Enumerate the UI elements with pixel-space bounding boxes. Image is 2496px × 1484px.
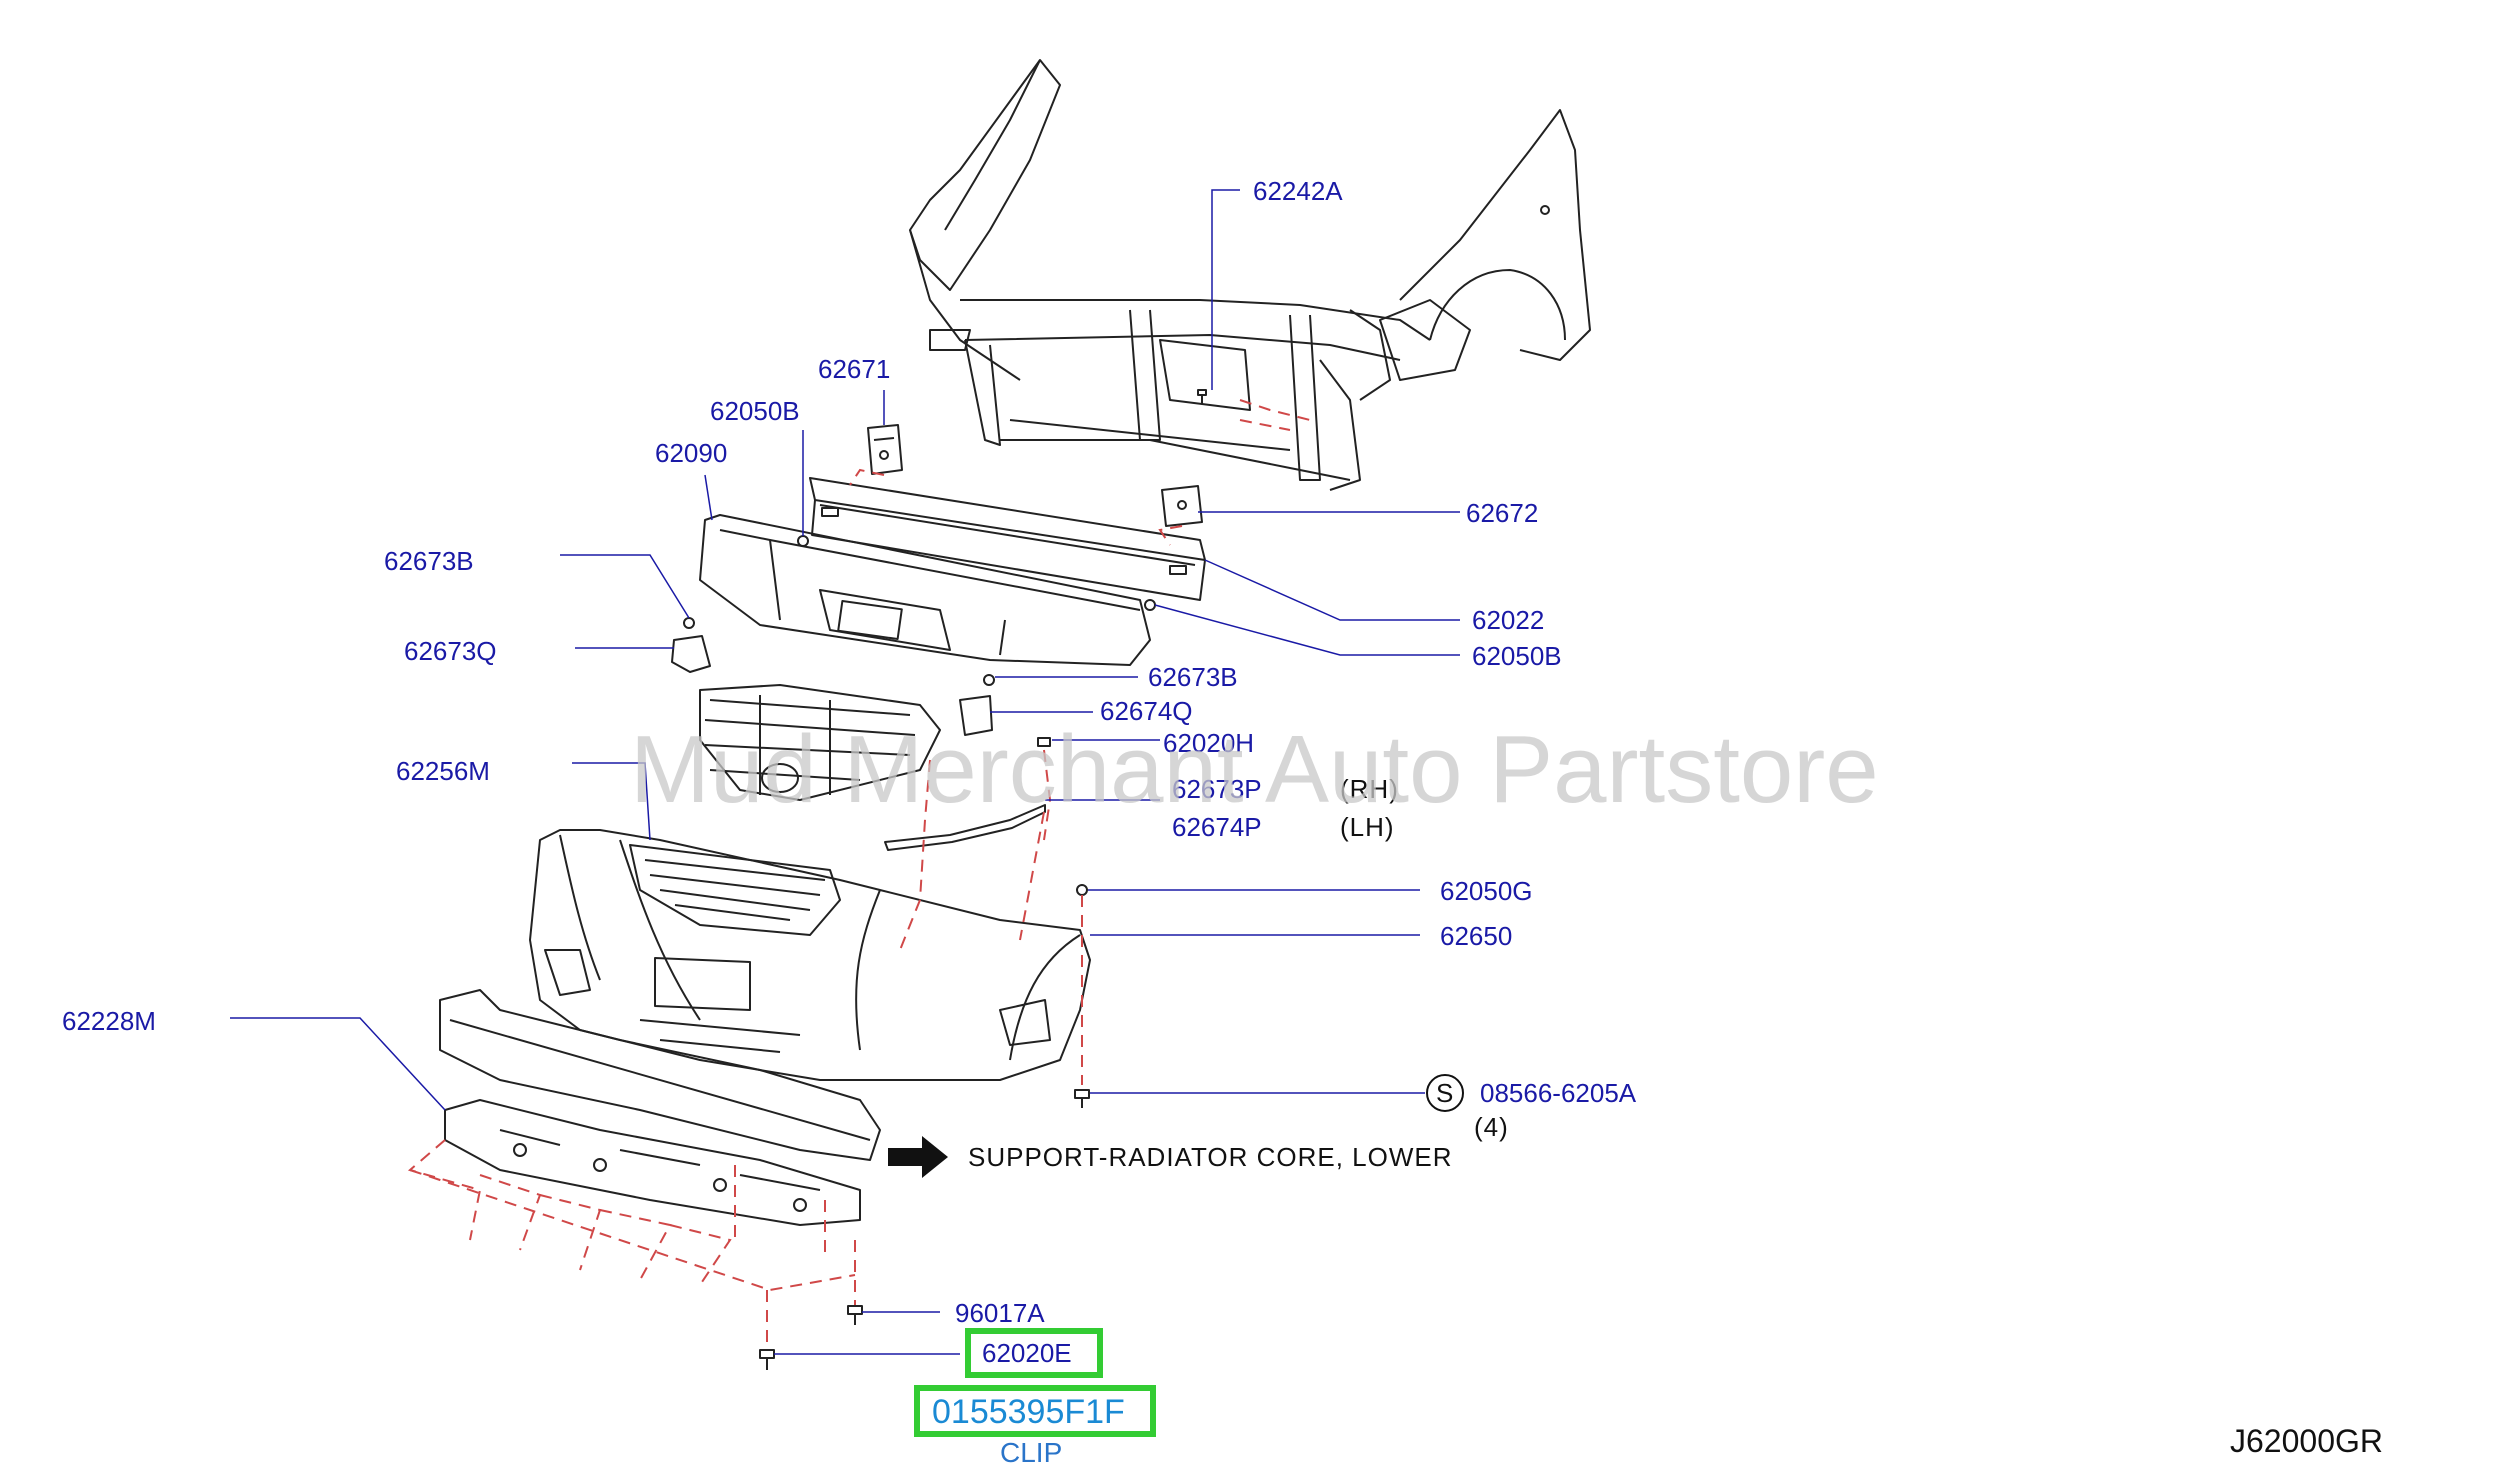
bracket-62672-drawing (1161, 485, 1203, 527)
molding-strip-62673P-drawing (884, 804, 1046, 851)
label-0155395F1F: 0155395F1F (932, 1393, 1125, 1431)
bolt-62242A-drawing (1197, 389, 1207, 404)
label-62090: 62090 (655, 438, 727, 468)
bracket-62673Q-drawing (671, 635, 711, 673)
arrow-right-icon (888, 1136, 948, 1178)
label-62650: 62650 (1440, 921, 1512, 951)
label-62242A: 62242A (1253, 176, 1343, 206)
label-qty-4: (4) (1474, 1112, 1509, 1142)
label-96017A: 96017A (955, 1298, 1045, 1328)
label-62672: 62672 (1466, 498, 1538, 528)
front-body-structure-drawing (909, 59, 1591, 491)
label-62674Q: 62674Q (1100, 696, 1193, 726)
label-62228M: 62228M (62, 1006, 156, 1036)
label-62256M: 62256M (396, 756, 490, 786)
fastener-62673B-left (683, 617, 695, 629)
label-62050B-top: 62050B (710, 396, 800, 426)
fastener-62673B-right (983, 674, 995, 686)
reference-support-radiator: SUPPORT-RADIATOR CORE, LOWER (968, 1142, 1453, 1172)
grille-62256M-drawing (699, 684, 941, 801)
label-s-symbol: S (1436, 1078, 1454, 1108)
assembly-dashed-lines (407, 399, 1311, 1348)
fastener-62050B-top (797, 535, 809, 547)
label-62673P: 62673P (1172, 774, 1262, 804)
fastener-62050B-right (1144, 599, 1156, 611)
leader-lines (230, 189, 1460, 1355)
reference-arrow: SUPPORT-RADIATOR CORE, LOWER (888, 1136, 1453, 1178)
screw-96017A-drawing (847, 1305, 863, 1325)
label-clip: CLIP (1000, 1437, 1062, 1468)
under-cover-62228M-drawing (439, 989, 881, 1226)
highlighted-part-0155395F1F[interactable]: 0155395F1F (914, 1385, 1156, 1437)
fastener-62050G (1076, 884, 1088, 896)
label-62020E: 62020E (982, 1338, 1072, 1368)
label-62050G: 62050G (1440, 876, 1533, 906)
label-62022: 62022 (1472, 605, 1544, 635)
label-lh: (LH) (1340, 812, 1395, 842)
label-08566-6205A: 08566-6205A (1480, 1078, 1637, 1108)
bracket-62671-drawing (867, 424, 903, 475)
label-rh: (RH) (1340, 774, 1399, 804)
bolt-08566-6205A-drawing (1074, 1089, 1090, 1108)
reinforcement-beam-62022-drawing (809, 477, 1206, 601)
label-62671: 62671 (818, 354, 890, 384)
highlighted-part-62020E[interactable]: 62020E (965, 1328, 1103, 1378)
s-symbol-circle (1426, 1074, 1464, 1112)
part-labels: 62242A 62671 62050B 62090 62672 62673B 6… (62, 176, 1637, 1328)
bracket-62674Q-drawing (959, 695, 993, 736)
watermark-text: Mud Merchant Auto Partstore (630, 716, 1879, 823)
clip-62020E-drawing (759, 1349, 775, 1370)
bumper-fascia-62650-drawing (529, 829, 1091, 1081)
highlight-box-0155395F1F (914, 1385, 1156, 1437)
label-62673B-right: 62673B (1148, 662, 1238, 692)
label-62673B-left: 62673B (384, 546, 474, 576)
label-62020H: 62020H (1163, 728, 1254, 758)
diagram-code: J62000GR (2230, 1423, 2383, 1459)
label-62673Q: 62673Q (404, 636, 497, 666)
label-62050B-right: 62050B (1472, 641, 1562, 671)
highlight-box-62020E (965, 1328, 1103, 1378)
clip-62020H-drawing (1037, 737, 1051, 747)
energy-absorber-62090-drawing (699, 514, 1151, 666)
label-62674P: 62674P (1172, 812, 1262, 842)
